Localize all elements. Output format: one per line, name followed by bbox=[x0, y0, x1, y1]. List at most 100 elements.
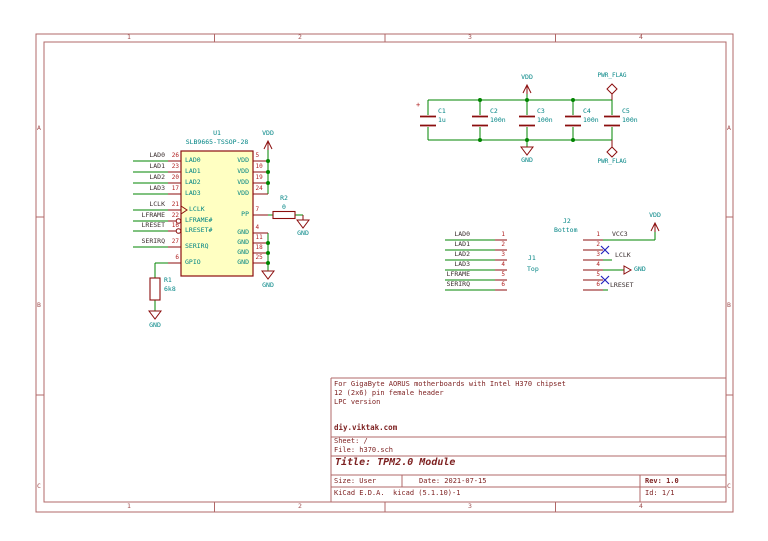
invert-bubble bbox=[175, 218, 182, 224]
r2-reference[interactable]: R2 bbox=[280, 194, 288, 202]
net-label[interactable]: VCC3 bbox=[612, 230, 628, 238]
cap-value[interactable]: 100n bbox=[622, 116, 638, 124]
j2-variant[interactable]: Bottom bbox=[554, 226, 578, 234]
cap-reference[interactable]: C5 bbox=[622, 107, 630, 115]
gnd-label[interactable]: GND bbox=[521, 156, 533, 164]
gnd-symbol-right bbox=[623, 265, 633, 275]
pin-number: 1 bbox=[596, 231, 600, 238]
net-label[interactable]: SERIRQ bbox=[141, 237, 165, 245]
cap-reference[interactable]: C2 bbox=[490, 107, 498, 115]
pin-name: PP bbox=[241, 210, 249, 218]
net-label[interactable]: LAD0 bbox=[149, 151, 165, 159]
cap-reference[interactable]: C4 bbox=[583, 107, 591, 115]
frame-col-label: 3 bbox=[468, 502, 472, 510]
pin-number: 22 bbox=[171, 212, 179, 219]
j2-reference[interactable]: J2 bbox=[563, 217, 571, 225]
net-label[interactable]: LAD1 bbox=[149, 162, 165, 170]
invert-bubble bbox=[175, 228, 182, 234]
pin-number: 4 bbox=[596, 261, 600, 268]
pin-name: LRESET# bbox=[185, 226, 213, 234]
pin-number: 5 bbox=[255, 152, 260, 159]
u1-body[interactable] bbox=[180, 150, 254, 277]
j1-reference[interactable]: J1 bbox=[528, 254, 536, 262]
u1-reference[interactable]: U1 bbox=[213, 129, 221, 137]
gnd-symbol bbox=[296, 215, 310, 229]
pin-number: 3 bbox=[501, 251, 505, 258]
frame-row-label: C bbox=[37, 482, 41, 490]
net-label[interactable]: LAD3 bbox=[454, 260, 470, 268]
net-label[interactable]: LCLK bbox=[149, 200, 165, 208]
net-label[interactable]: LRESET bbox=[141, 221, 165, 229]
comment-line-1: For GigaByte AORUS motherboards with Int… bbox=[334, 380, 566, 388]
net-label[interactable]: LRESET bbox=[610, 281, 634, 289]
r2-value[interactable]: 0 bbox=[282, 203, 286, 211]
net-label[interactable]: LAD0 bbox=[454, 230, 470, 238]
frame-col-label: 4 bbox=[639, 33, 643, 41]
j1-variant[interactable]: Top bbox=[527, 265, 539, 273]
no-connect-x bbox=[600, 275, 610, 285]
capacitor-symbols[interactable] bbox=[420, 115, 620, 127]
sheet-field: Sheet: / bbox=[334, 437, 368, 445]
cap-value[interactable]: 1u bbox=[438, 116, 446, 124]
resistor-symbols[interactable] bbox=[149, 210, 296, 301]
pin-number: 19 bbox=[255, 174, 263, 181]
pin-number: 6 bbox=[596, 281, 600, 288]
gnd-symbol bbox=[261, 270, 275, 280]
net-label[interactable]: SERIRQ bbox=[446, 280, 470, 288]
pin-name: VDD bbox=[237, 167, 249, 175]
pin-name: VDD bbox=[237, 189, 249, 197]
net-label[interactable]: LFRAME bbox=[141, 211, 165, 219]
wires[interactable] bbox=[133, 94, 656, 311]
pin-name: LAD2 bbox=[185, 178, 201, 186]
vdd-label[interactable]: VDD bbox=[649, 211, 661, 219]
tool-field: KiCad E.D.A. kicad (5.1.10)-1 bbox=[334, 489, 461, 497]
r1-value[interactable]: 6k8 bbox=[164, 285, 176, 293]
id-field: Id: 1/1 bbox=[645, 489, 675, 497]
pin-number: 2 bbox=[596, 241, 600, 248]
cap-value[interactable]: 100n bbox=[537, 116, 553, 124]
sheet-frame bbox=[35, 33, 734, 513]
clock-mark bbox=[180, 205, 188, 215]
net-label[interactable]: LFRAME bbox=[446, 270, 470, 278]
pin-number: 6 bbox=[175, 254, 179, 261]
pwr-flag-label[interactable]: PWR_FLAG bbox=[597, 158, 627, 165]
pin-number: 16 bbox=[171, 222, 179, 229]
pin-number: 21 bbox=[171, 201, 179, 208]
vdd-label[interactable]: VDD bbox=[521, 73, 533, 81]
cap-reference[interactable]: C3 bbox=[537, 107, 545, 115]
gnd-label[interactable]: GND bbox=[297, 229, 309, 237]
gnd-symbol bbox=[148, 310, 162, 320]
power-symbols[interactable] bbox=[148, 83, 660, 320]
pin-name: GND bbox=[237, 248, 249, 256]
pin-number: 25 bbox=[255, 254, 263, 261]
cap-value[interactable]: 100n bbox=[583, 116, 599, 124]
frame-col-label: 1 bbox=[127, 33, 131, 41]
cap-reference[interactable]: C1 bbox=[438, 107, 446, 115]
r1-reference[interactable]: R1 bbox=[164, 276, 172, 284]
pin-name: LFRAME# bbox=[185, 216, 213, 224]
cap-value[interactable]: 100n bbox=[490, 116, 506, 124]
gnd-label[interactable]: GND bbox=[149, 321, 161, 329]
pin-name: LAD0 bbox=[185, 156, 201, 164]
net-label[interactable]: LAD2 bbox=[454, 250, 470, 258]
no-connect-marks[interactable] bbox=[600, 245, 610, 285]
vdd-label[interactable]: VDD bbox=[262, 129, 274, 137]
no-connect-x bbox=[600, 245, 610, 255]
gnd-label[interactable]: GND bbox=[634, 265, 646, 273]
net-label[interactable]: LAD3 bbox=[149, 184, 165, 192]
vdd-arrow bbox=[522, 83, 532, 94]
company-url: diy.viktak.com bbox=[334, 423, 398, 432]
net-label[interactable]: LCLK bbox=[615, 251, 631, 259]
u1-value[interactable]: SLB9665-TSSOP-28 bbox=[185, 138, 249, 146]
gnd-label[interactable]: GND bbox=[262, 281, 274, 289]
frame-row-label: C bbox=[727, 482, 731, 490]
pins[interactable] bbox=[168, 160, 603, 291]
pwr-flag-label[interactable]: PWR_FLAG bbox=[597, 72, 627, 79]
pin-name: LAD3 bbox=[185, 189, 201, 197]
junction-dots bbox=[266, 98, 575, 265]
pin-number: 11 bbox=[255, 234, 263, 241]
net-label[interactable]: LAD2 bbox=[149, 173, 165, 181]
net-label[interactable]: LAD1 bbox=[454, 240, 470, 248]
title-block-lines bbox=[330, 377, 726, 502]
